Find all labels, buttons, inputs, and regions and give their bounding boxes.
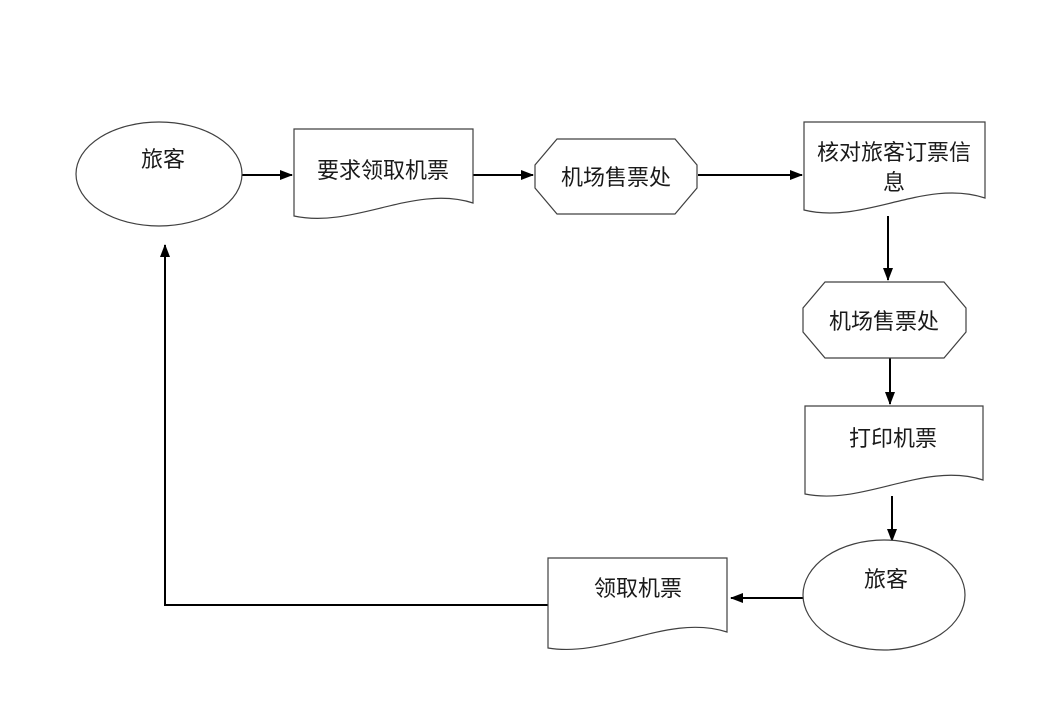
node-passenger-start: 旅客 xyxy=(75,121,243,227)
node-request-ticket: 要求领取机票 xyxy=(293,128,474,219)
octagon-shape xyxy=(534,138,698,215)
node-label-line2: 息 xyxy=(883,171,905,196)
document-shape xyxy=(547,557,728,650)
node-ticket-office-1: 机场售票处 xyxy=(534,138,698,215)
node-label: 领取机票 xyxy=(594,577,682,602)
node-label: 旅客 xyxy=(864,568,908,593)
node-label: 机场售票处 xyxy=(829,310,939,335)
ellipse-shape xyxy=(802,539,966,651)
node-verify-booking: 核对旅客订票信 息 xyxy=(803,121,986,214)
ellipse-shape xyxy=(75,121,243,227)
node-ticket-office-2: 机场售票处 xyxy=(802,281,967,359)
node-collect-ticket: 领取机票 xyxy=(547,557,728,650)
document-shape xyxy=(803,121,986,214)
node-label: 打印机票 xyxy=(849,427,937,452)
arrow-collect-return-to-passenger xyxy=(160,244,548,606)
octagon-shape xyxy=(802,281,967,359)
document-shape xyxy=(293,128,474,219)
node-label: 要求领取机票 xyxy=(317,159,449,184)
node-print-ticket: 打印机票 xyxy=(804,405,984,497)
node-label-line1: 核对旅客订票信 xyxy=(817,141,971,166)
node-label: 机场售票处 xyxy=(561,166,671,191)
node-label: 旅客 xyxy=(141,148,185,173)
document-shape xyxy=(804,405,984,497)
node-passenger-end: 旅客 xyxy=(802,539,966,651)
